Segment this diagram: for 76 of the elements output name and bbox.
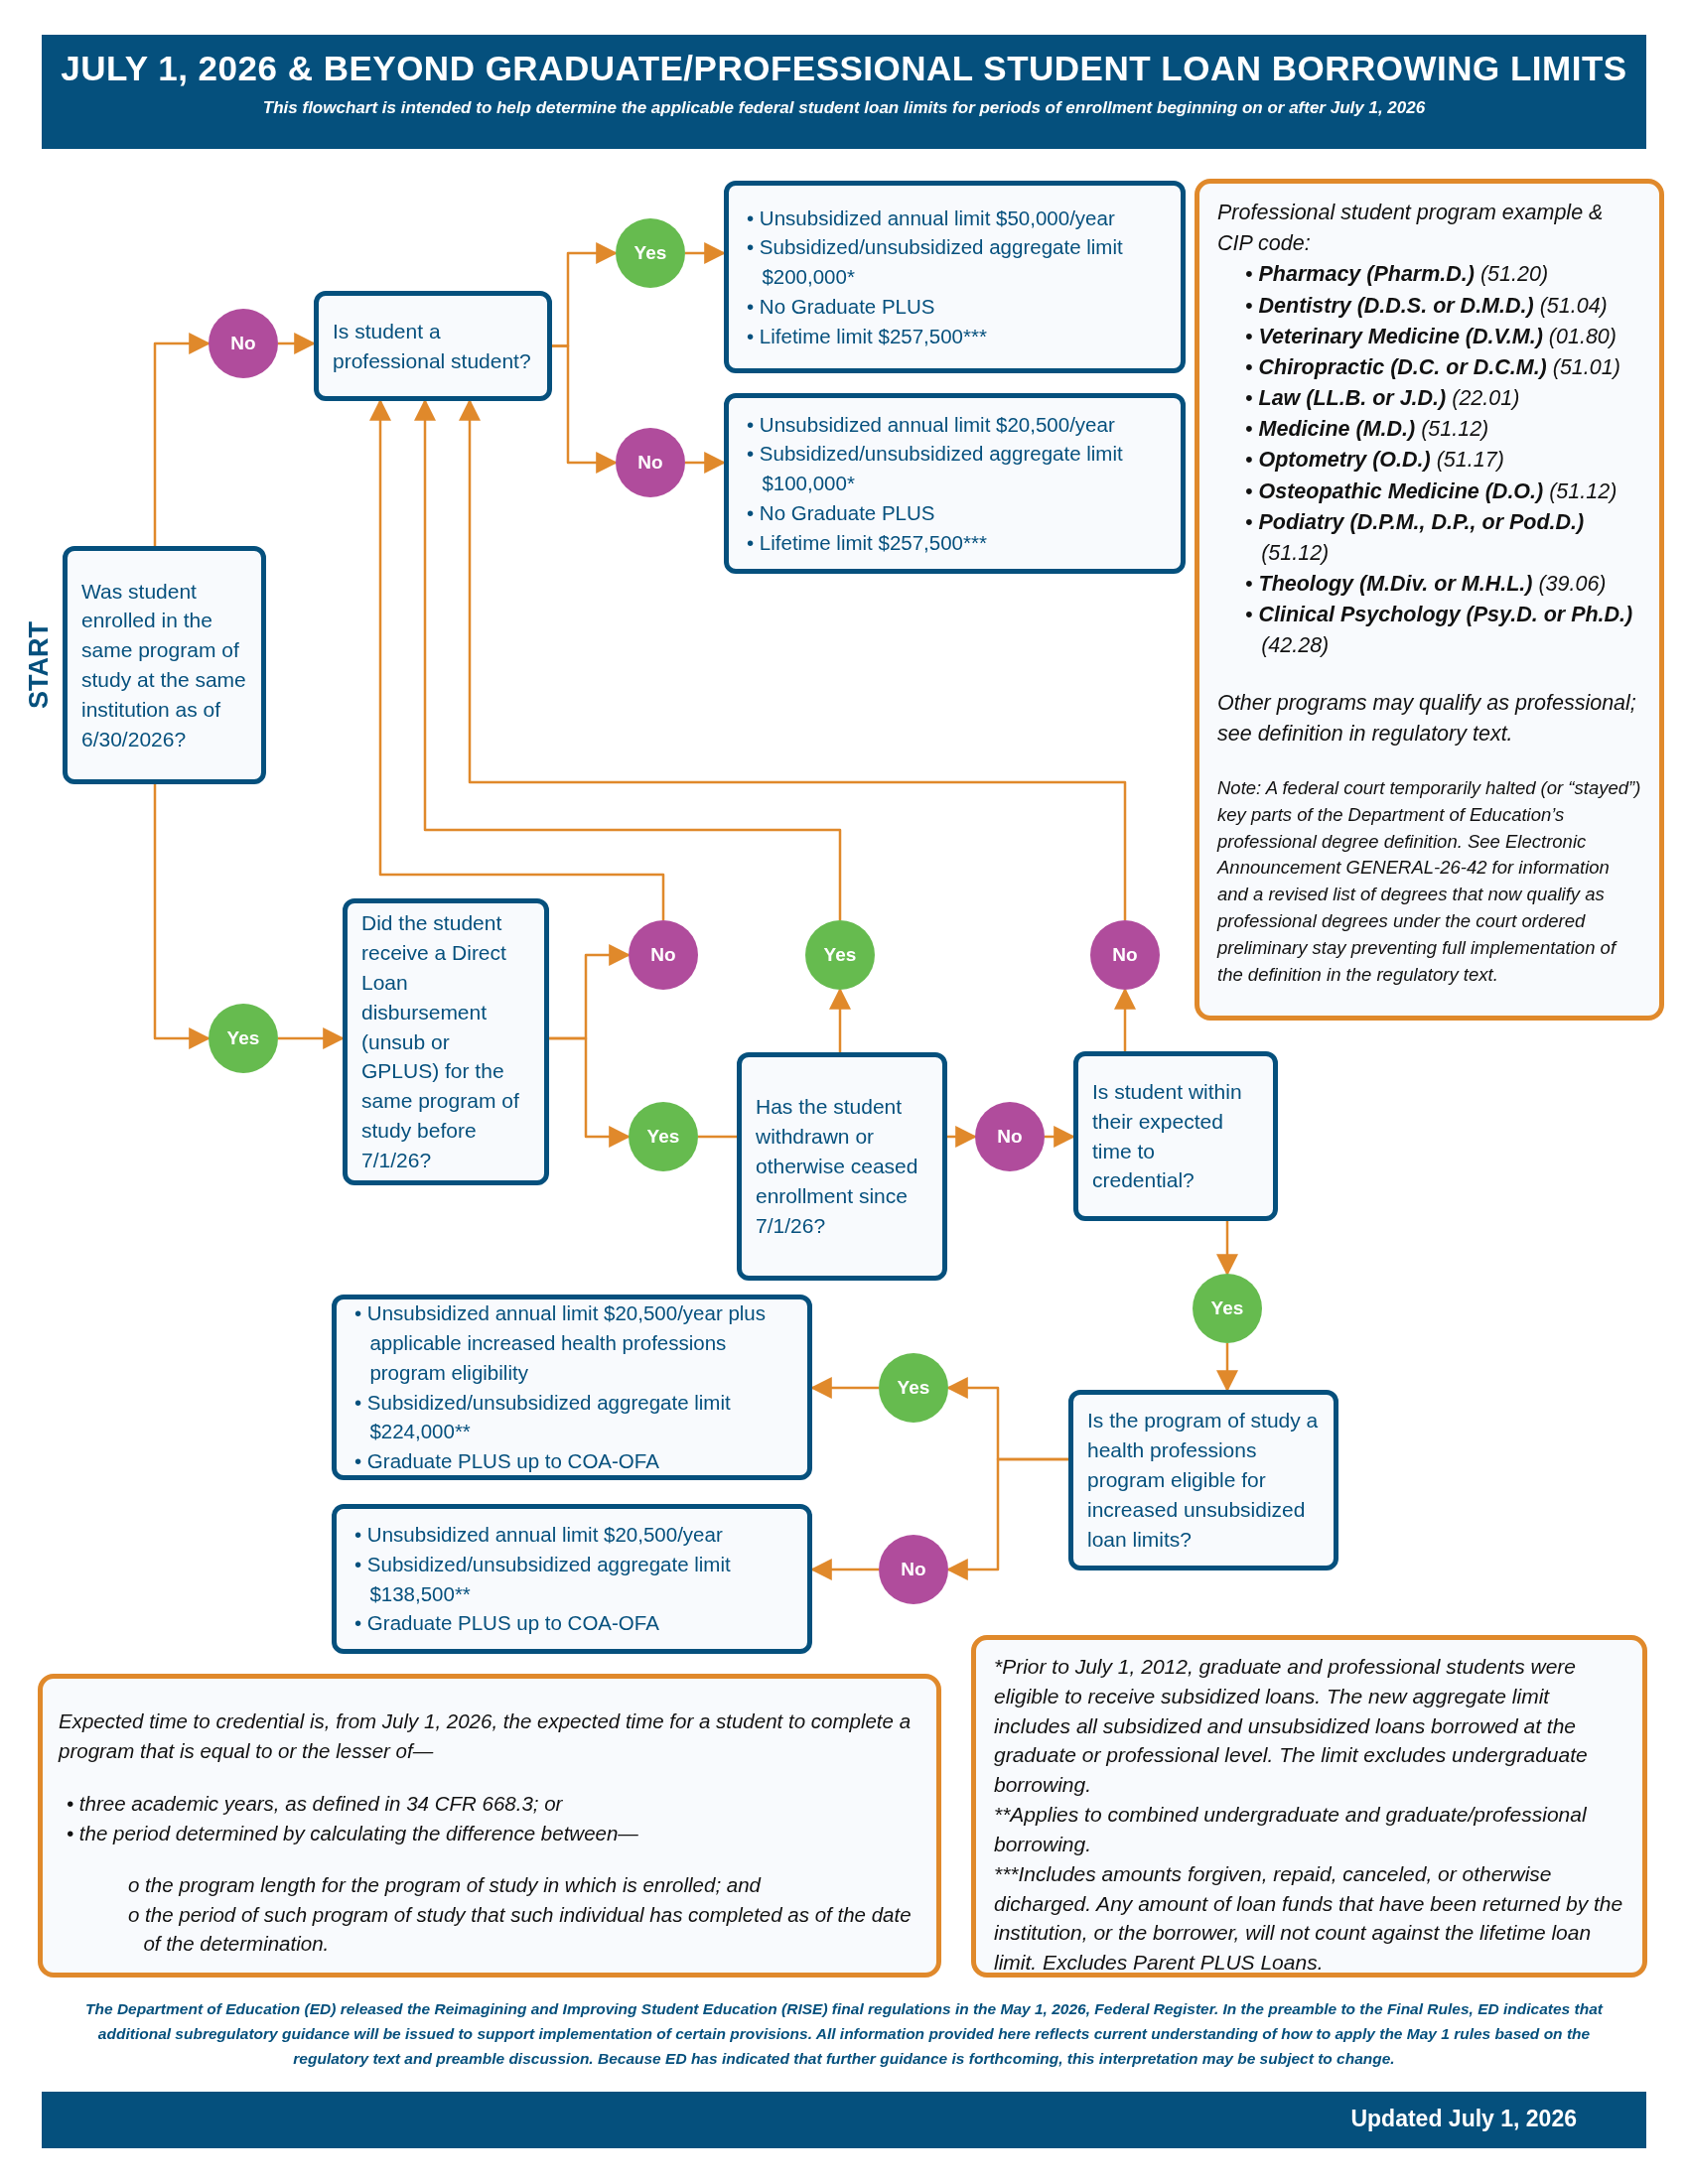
program-item: • Chiropractic (D.C. or D.C.M.) (51.01) [1245,353,1621,381]
question-text: Has the student withdrawn or otherwise ceased enrollment since 7/1/26? [756,1094,919,1239]
answer-label: Yes [897,1377,930,1399]
answer-label: Yes [646,1126,680,1148]
bullet-item: • Unsubsidized annual limit $20,500/year [747,411,1116,438]
bullet-item: • Subsidized/unsubsidized aggregate limit $224,000** [354,1389,732,1445]
bullet-item: • Graduate PLUS up to COA-OFA [354,1447,660,1474]
arrow [1216,1221,1238,1277]
decision-box [314,291,552,401]
bullet-item: • the period determined by calculating the difference between— [67,1821,639,1847]
answer-label: No [230,333,256,354]
question-text: Is the program of study a health professions program eligible for increased unsubsidized loan limits? [1087,1408,1320,1553]
program-item: • Optometry (O.D.) (51.17) [1245,447,1505,475]
arrow [829,987,851,1052]
answer-label: Yes [1210,1297,1244,1319]
connector-line [698,1135,737,1139]
answer-label: No [650,944,676,966]
program-item: • Theology (M.Div. or M.H.L.) (39.06) [1245,571,1608,599]
title: JULY 1, 2026 & BEYOND GRADUATE/PROFESSIONAL STUDENT LOAN BORROWING LIMITS [60,49,1628,88]
answer-label: Yes [226,1027,260,1049]
bullet-item: • Graduate PLUS up to COA-OFA [354,1610,660,1637]
answer-label: Yes [633,242,667,264]
update-date: Updated July 1, 2026 [1350,2106,1577,2132]
sub-bullet-item: o the program length for the program of study in which is enrolled; and [128,1871,763,1898]
bullet-item: • Lifetime limit $257,500*** [747,323,988,349]
program-item: • Osteopathic Medicine (D.O.) (51.12) [1245,478,1618,505]
answer-label: No [997,1126,1023,1148]
answer-label: No [1112,944,1138,966]
note-heading: Professional student program example & CIP code: [1217,200,1605,258]
footnote-text: *Prior to July 1, 2012, graduate and professional students were eligible to receive subsidized loans. The new aggregate limit includes all subsidized and unsubsidized loans borrowed at the graduate or professional level. The limit excludes undergraduate borrowing. [994,1654,1589,1799]
footnote-text: **Applies to combined undergraduate and graduate/professional borrowing. [994,1802,1588,1857]
note-text: Note: A federal court temporarily halted (or “stayed”) key parts of the Department of Education’s professional degree definition. See Electronic Announcement GENERAL-26-42 for information and a revised list of degrees that now qualify as professional degrees under the court ordered preliminary stay preventing full implementation of the definition in the regulatory text. [1217,775,1641,987]
decision-box [737,1052,947,1281]
program-item: • Clinical Psychology (Psy.D. or Ph.D.) (42.28) [1245,602,1634,660]
result-box [332,1295,812,1480]
decision-box [343,898,549,1185]
note-text: Other programs may qualify as professional; see definition in regulatory text. [1217,689,1637,748]
note-box [1195,179,1664,1021]
program-item: • Veterinary Medicine (D.V.M.) (01.80) [1245,323,1618,350]
bullet-item: • Unsubsidized annual limit $20,500/year [354,1522,724,1549]
answer-label: No [637,452,663,474]
start-label: START [23,621,55,709]
result-box [724,181,1186,373]
sub-bullet-item: o the period of such program of study that such individual has completed as of the date of the determination. [128,1901,913,1958]
bullet-item: • Subsidized/unsubsidized aggregate limit $138,500** [354,1551,732,1607]
definition-text: Expected time to credential is, from July 1, 2026, the expected time for a student to complete a program that is equal to or the lesser of— [59,1708,913,1764]
program-item: • Dentistry (D.D.S. or D.M.D.) (51.04) [1245,292,1609,320]
bullet-item: • Subsidized/unsubsidized aggregate limit $100,000* [747,441,1124,497]
footnote-text: ***Includes amounts forgiven, repaid, canceled, or otherwise dicharged. Any amount of loan funds that have been returned by the institution, or the borrower, will not count against the lifetime loan limit. Excludes Parent PLUS Loans. [994,1860,1624,1977]
bullet-item: • three academic years, as defined in 34 CFR 668.3; or [67,1791,564,1818]
result-box [724,393,1186,574]
arrow [1114,987,1136,1051]
question-text: Did the student receive a Direct Loan disbursement (unsub or GPLUS) for the same program of study before 7/1/26? [361,910,520,1173]
decision-box [63,546,266,784]
decision-box [1068,1390,1338,1570]
result-box [332,1504,812,1654]
answer-label: Yes [823,944,857,966]
note-box [38,1674,941,1978]
note-box [971,1635,1647,1978]
disclaimer-text: The Department of Education (ED) released the Reimagining and Improving Student Education (RISE) final regulations in the May 1, 2026, Federal Register. In the preamble to the Final Rules, ED indicates that additional subregulatory guidance will be issued to support implementation of certain provisions. All information provided here reflects current understanding of how to apply the May 1 rules based on the regulatory text and preamble discussion. Because ED has indicated that further guidance is forthcoming, this interpretation may be subject to change. [84,1999,1605,2069]
question-text: Is student a professional student? [333,318,532,374]
answer-label: No [901,1559,926,1580]
question-text: Was student enrolled in the same program of study at the same institution as of 6/30/2026? [81,578,247,752]
bullet-item: • Subsidized/unsubsidized aggregate limit $200,000* [747,234,1124,291]
question-text: Is student within their expected time to credential? [1092,1078,1243,1194]
bullet-item: • No Graduate PLUS [747,499,936,526]
program-item: • Law (LL.B. or J.D.) (22.01) [1245,385,1521,413]
bullet-item: • Lifetime limit $257,500*** [747,529,988,556]
subtitle: This flowchart is intended to help determine the applicable federal student loan limits for periods of enrollment beginning on or after July 1, 2026 [261,98,1427,118]
bullet-item: • Unsubsidized annual limit $20,500/year plus applicable increased health professions program eligibility [354,1300,767,1386]
bullet-item: • No Graduate PLUS [747,293,936,320]
program-item: • Podiatry (D.P.M., D.P., or Pod.D.) (51.12) [1245,508,1586,567]
decision-box [1073,1051,1278,1221]
bullet-item: • Unsubsidized annual limit $50,000/year [747,205,1116,231]
program-item: • Pharmacy (Pharm.D.) (51.20) [1245,261,1550,289]
program-item: • Medicine (M.D.) (51.12) [1245,416,1490,444]
